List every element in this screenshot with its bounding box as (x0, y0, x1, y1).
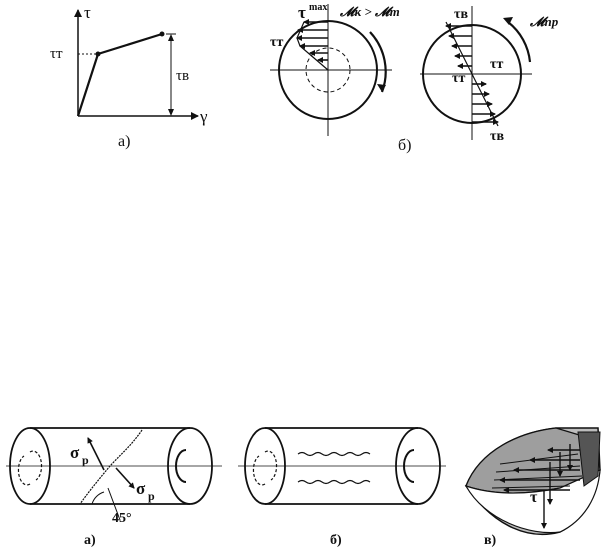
caption-v-bottom: в) (484, 533, 497, 548)
y-axis-label: τ (84, 3, 91, 22)
moment-label: 𝓜к > 𝓜т (339, 4, 400, 19)
tau-label-c: τ (530, 489, 538, 506)
moment-pr-label: 𝓜пр (529, 14, 559, 29)
crack-upper (297, 451, 371, 457)
sigma-sub-1: р (82, 453, 89, 467)
tau-max-sup: max (309, 2, 327, 13)
cylinder-b: б) (238, 427, 446, 548)
tau-v-label: τв (454, 7, 468, 22)
moment-arc (369, 31, 387, 93)
caption-a-bottom: а) (84, 533, 96, 548)
caption-b-bottom: б) (330, 533, 342, 548)
tau-t-inner-right: τт (490, 57, 503, 72)
tau-t-label: τт (270, 35, 283, 50)
crack-lower (297, 479, 371, 485)
x-axis-label: γ (199, 107, 208, 126)
caption-a-top: а) (118, 133, 130, 150)
caption-b-top: б) (398, 137, 411, 154)
sigma-sub-2: р (148, 489, 155, 503)
angle-label: 45° (112, 511, 132, 526)
yield-point (95, 51, 101, 57)
shaft-c: τ в) (464, 427, 601, 548)
sigma-label-1: σ (70, 443, 80, 462)
moment-pr-arc (507, 21, 532, 63)
shaft-section-elastoplastic: τ max 𝓜к > 𝓜т τт (270, 2, 400, 136)
sigma-label-2: σ (136, 479, 146, 498)
tau-v-bottom: τв (490, 129, 504, 144)
shaft-section-plastic: τв 𝓜пр τт τт τв б) (398, 6, 559, 154)
tau-gamma-diagram: τ γ τт τв а) (50, 3, 208, 150)
ultimate-label: τв (176, 68, 189, 84)
yield-label: τт (50, 46, 63, 62)
tau-max-label: τ (298, 3, 306, 22)
cylinder-a: σ р σ р 45° а) (6, 427, 222, 548)
tau-t-inner-left: τт (452, 71, 465, 86)
ultimate-point (159, 31, 165, 37)
stress-strain-curve (76, 32, 163, 117)
